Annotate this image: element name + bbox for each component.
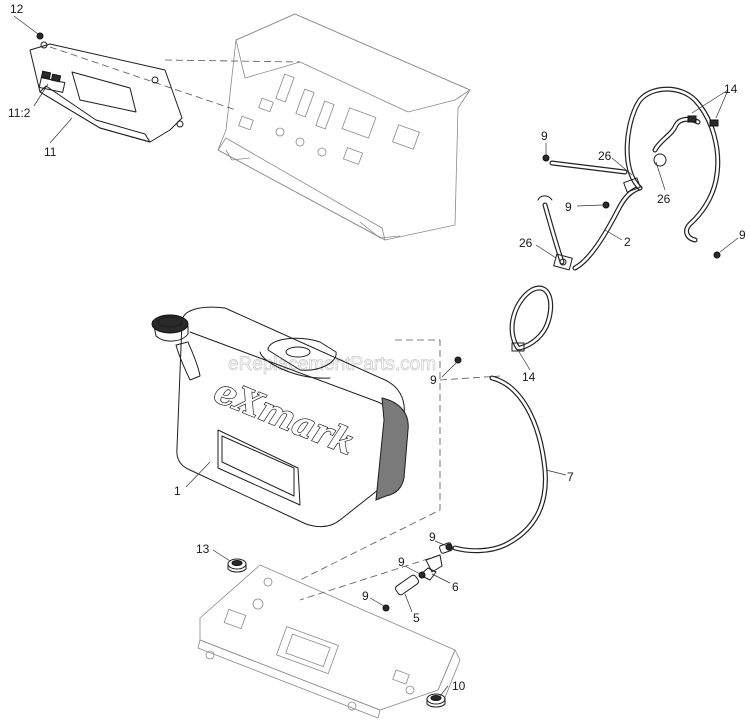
hose-clamp-icon bbox=[511, 115, 719, 352]
nut-icon bbox=[382, 154, 721, 612]
callout-9-g: 9 bbox=[362, 589, 369, 603]
watermark: eReplacementParts.com bbox=[228, 354, 436, 375]
callout-26-a: 26 bbox=[598, 149, 612, 163]
mount-plate-icon bbox=[197, 564, 461, 719]
frame-plate-icon bbox=[217, 13, 471, 241]
grommet-icon bbox=[426, 693, 446, 708]
callout-5: 5 bbox=[413, 611, 420, 625]
leader-lines bbox=[13, 15, 739, 697]
callout-11: 11 bbox=[44, 145, 57, 159]
callout-11-2: 11:2 bbox=[8, 106, 31, 120]
fuel-tank-icon: eXmark bbox=[175, 306, 409, 528]
callout-13: 13 bbox=[196, 542, 210, 556]
callout-9-d: 9 bbox=[430, 373, 437, 387]
fuel-filter-icon bbox=[394, 542, 453, 596]
fuel-hose-icon bbox=[452, 86, 721, 554]
callout-26-c: 26 bbox=[519, 236, 533, 250]
callout-26-b: 26 bbox=[657, 192, 671, 206]
nut-icon bbox=[36, 32, 44, 40]
callout-9-a: 9 bbox=[541, 129, 548, 143]
callout-12: 12 bbox=[10, 2, 24, 16]
callout-14-a: 14 bbox=[724, 82, 738, 96]
callout-1: 1 bbox=[174, 484, 181, 498]
callout-2: 2 bbox=[624, 235, 631, 249]
brand-logo: eXmark bbox=[209, 371, 361, 463]
callout-9-e: 9 bbox=[429, 530, 436, 544]
callout-9-c: 9 bbox=[739, 228, 746, 242]
fuel-cap-icon bbox=[151, 314, 189, 342]
grommet-icon bbox=[227, 558, 247, 573]
callout-10: 10 bbox=[452, 679, 466, 693]
callout-7: 7 bbox=[567, 470, 574, 484]
callout-9-f: 9 bbox=[398, 555, 405, 569]
callout-6: 6 bbox=[452, 580, 459, 594]
heat-shield-icon bbox=[29, 41, 184, 143]
callout-14-b: 14 bbox=[522, 370, 536, 384]
callout-9-b: 9 bbox=[565, 200, 572, 214]
